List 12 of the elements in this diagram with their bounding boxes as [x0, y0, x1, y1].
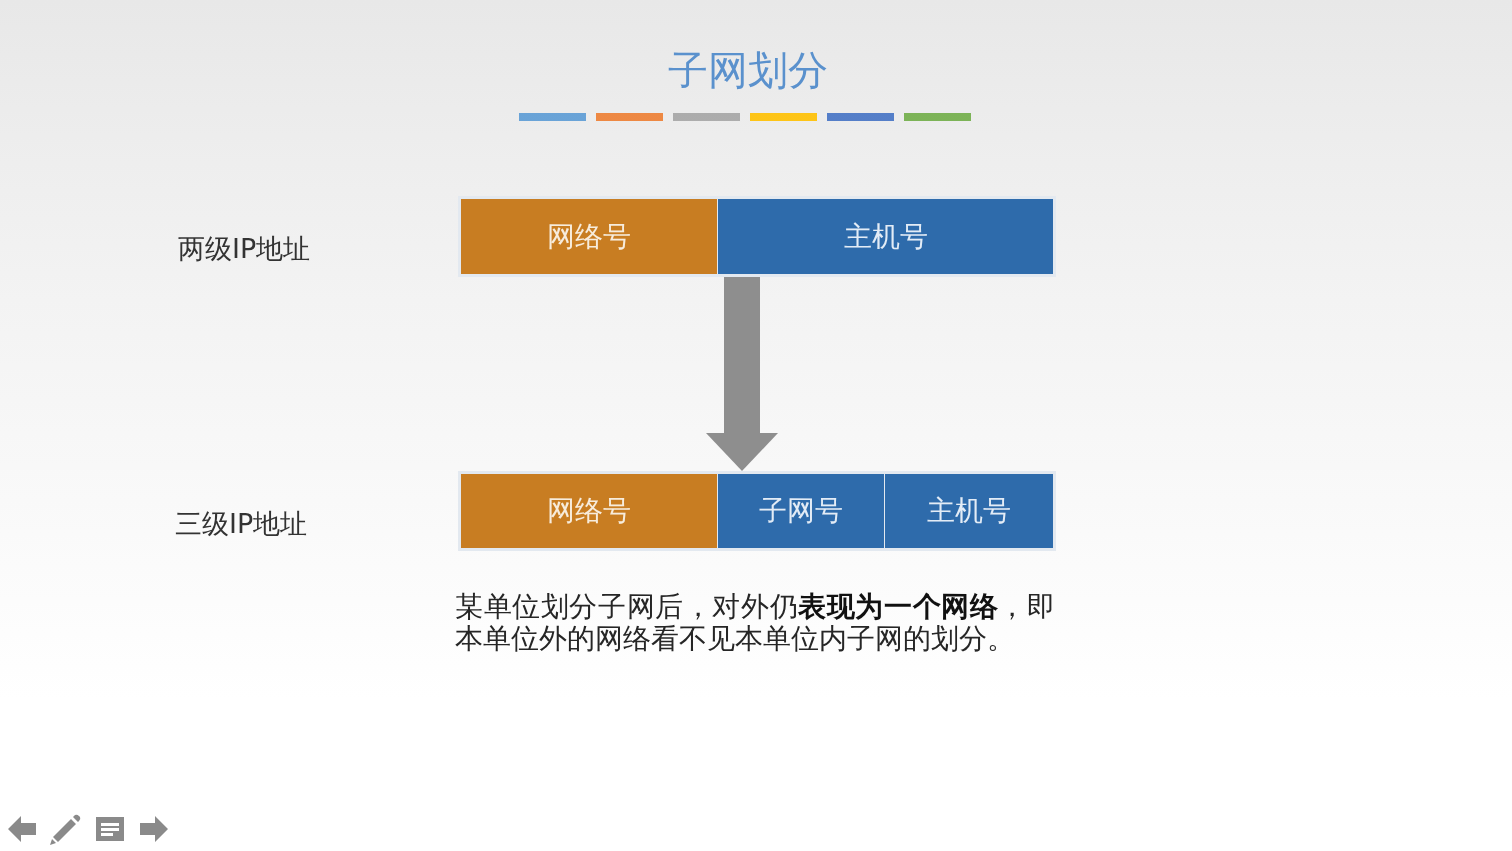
row-label: 三级IP地址 [175, 507, 308, 541]
down-arrow [706, 277, 778, 471]
address-bar [458, 196, 1056, 277]
field-segment: 网络号 [461, 474, 717, 548]
field-segment: 网络号 [461, 199, 717, 274]
field-segment: 主机号 [718, 199, 1053, 274]
body-text: 某单位划分子网后，对外仍表现为一个网络，即本单位外的网络看不见本单位内子网的划分。 [455, 591, 1055, 655]
address-bar [458, 471, 1056, 551]
slide-title: 子网划分 [668, 46, 828, 95]
field-segment: 子网号 [718, 474, 884, 548]
row-label: 两级IP地址 [178, 232, 311, 266]
field-segment: 主机号 [885, 474, 1053, 548]
